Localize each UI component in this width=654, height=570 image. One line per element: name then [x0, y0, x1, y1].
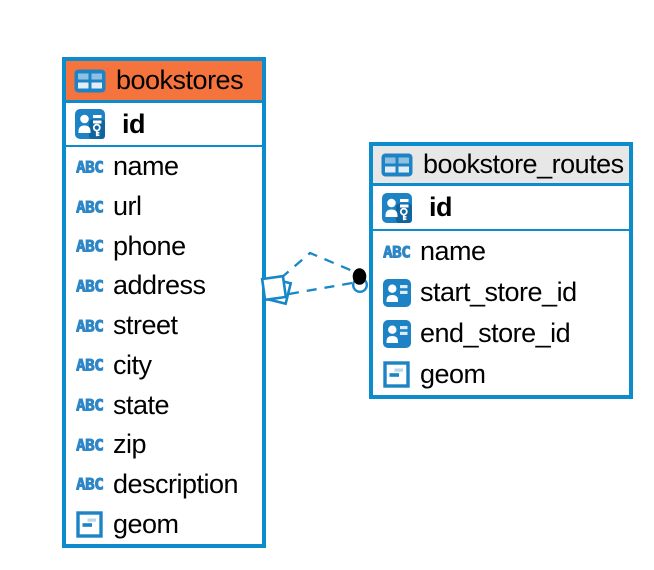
- table-title: bookstores: [116, 65, 244, 95]
- table-icon: [381, 153, 413, 177]
- column-name: geom: [113, 508, 179, 539]
- column-name: name: [113, 151, 179, 182]
- geometry-type-icon: [383, 361, 420, 388]
- column-row-zip[interactable]: ABC zip: [66, 425, 262, 465]
- primary-key-name: id: [122, 108, 146, 139]
- column-row-state[interactable]: ABC state: [66, 385, 262, 425]
- column-row-url[interactable]: ABC url: [66, 187, 262, 227]
- svg-text:ABC: ABC: [76, 237, 103, 255]
- column-row-geom[interactable]: geom: [373, 354, 629, 395]
- svg-text:ABC: ABC: [383, 243, 410, 261]
- column-row-geom[interactable]: geom: [66, 504, 262, 544]
- geometry-type-icon: [76, 510, 113, 538]
- column-row-city[interactable]: ABC city: [66, 346, 262, 386]
- column-row-address[interactable]: ABC address: [66, 266, 262, 306]
- column-name: description: [113, 468, 239, 499]
- reference-type-icon: [383, 278, 420, 307]
- text-type-icon: ABC: [76, 475, 113, 493]
- text-type-icon: ABC: [76, 158, 113, 176]
- column-name: end_store_id: [420, 318, 571, 348]
- text-type-icon: ABC: [76, 237, 113, 255]
- column-row-end_store_id[interactable]: end_store_id: [373, 313, 629, 354]
- column-name: geom: [420, 359, 486, 389]
- column-name: city: [113, 349, 152, 380]
- column-name: state: [113, 389, 170, 420]
- primary-key-row[interactable]: id: [66, 103, 262, 147]
- column-name: address: [113, 270, 206, 301]
- svg-text:ABC: ABC: [76, 158, 103, 176]
- column-name: url: [113, 191, 142, 222]
- relationship-line-lower[interactable]: [288, 281, 353, 296]
- text-type-icon: ABC: [76, 396, 113, 414]
- text-type-icon: ABC: [76, 277, 113, 295]
- column-name: street: [113, 310, 178, 341]
- reference-type-icon: [383, 319, 420, 348]
- primary-key-row[interactable]: id: [373, 186, 629, 231]
- primary-key-icon: [382, 192, 419, 223]
- column-name: name: [420, 236, 486, 266]
- svg-text:ABC: ABC: [76, 436, 103, 454]
- relationship-line-upper[interactable]: [280, 251, 356, 279]
- table-header[interactable]: bookstore_routes: [373, 146, 629, 186]
- column-row-name[interactable]: ABC name: [373, 231, 629, 272]
- column-row-phone[interactable]: ABC phone: [66, 226, 262, 266]
- primary-key-name: id: [429, 192, 453, 222]
- relationship-diamond-marker[interactable]: [260, 274, 293, 306]
- svg-text:ABC: ABC: [76, 475, 103, 493]
- table-icon: [74, 69, 106, 93]
- svg-text:ABC: ABC: [76, 317, 103, 335]
- primary-key-icon: [75, 109, 112, 139]
- column-name: zip: [113, 429, 147, 460]
- column-row-start_store_id[interactable]: start_store_id: [373, 272, 629, 313]
- text-type-icon: ABC: [76, 436, 113, 454]
- column-name: start_store_id: [420, 277, 577, 307]
- column-row-street[interactable]: ABC street: [66, 306, 262, 346]
- text-type-icon: ABC: [76, 198, 113, 216]
- svg-text:ABC: ABC: [76, 396, 103, 414]
- text-type-icon: ABC: [76, 317, 113, 335]
- column-row-description[interactable]: ABC description: [66, 465, 262, 505]
- text-type-icon: ABC: [76, 356, 113, 374]
- table-header[interactable]: bookstores: [66, 61, 262, 103]
- svg-text:ABC: ABC: [76, 277, 103, 295]
- svg-text:ABC: ABC: [76, 198, 103, 216]
- text-type-icon: ABC: [383, 243, 420, 261]
- column-row-name[interactable]: ABC name: [66, 147, 262, 187]
- table-title: bookstore_routes: [423, 149, 624, 179]
- relationship-dot-marker[interactable]: [352, 268, 369, 294]
- column-name: phone: [113, 230, 186, 261]
- svg-text:ABC: ABC: [76, 356, 103, 374]
